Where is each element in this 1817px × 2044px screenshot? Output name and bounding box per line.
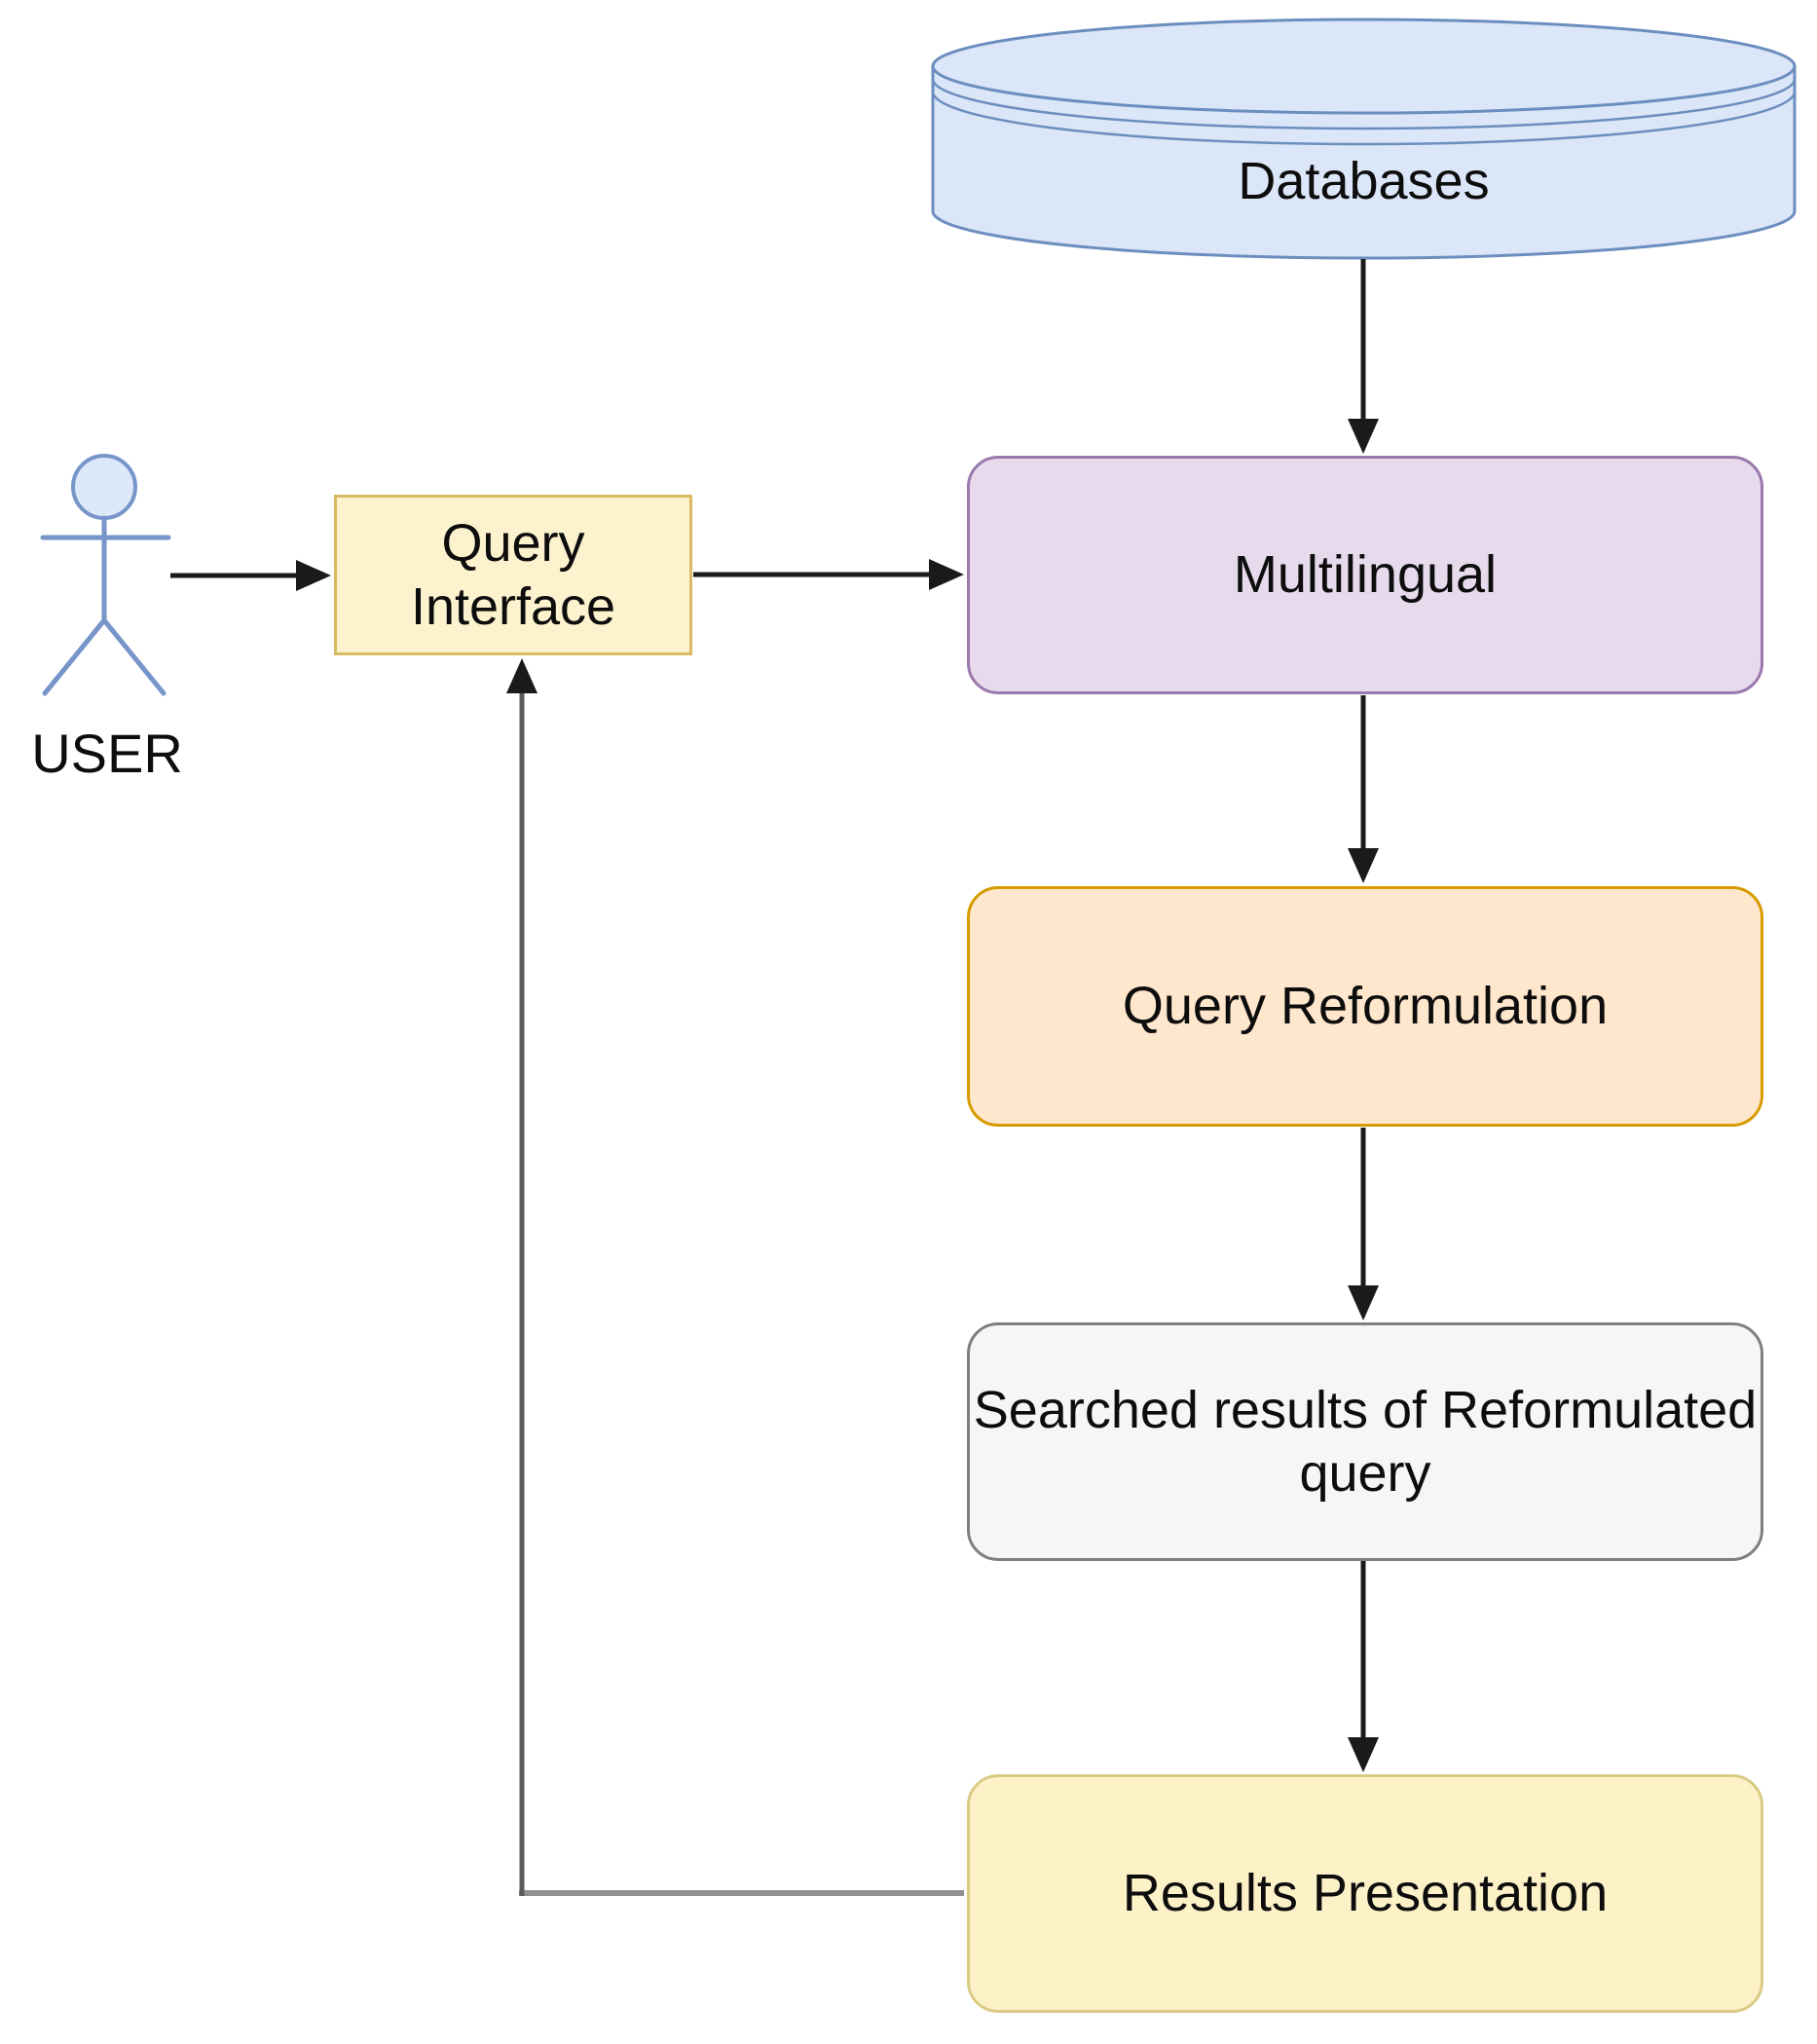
node-query-interface-label: Query Interface [410, 513, 616, 636]
arrow-query-reformulation-to-searched-results [1348, 1128, 1379, 1320]
arrow-results-presentation-to-query-interface [506, 658, 964, 1896]
node-results-presentation-label: Results Presentation [1122, 1864, 1609, 1923]
node-multilingual-label: Multilingual [1233, 545, 1498, 605]
arrow-user-to-query-interface [170, 560, 331, 591]
user-label-text: USER [31, 723, 183, 785]
node-databases-label: Databases [1238, 151, 1490, 210]
user-actor-icon [40, 454, 171, 696]
arrow-query-interface-to-multilingual [693, 559, 964, 590]
node-query-interface: Query Interface [334, 495, 692, 655]
arrow-databases-to-multilingual [1348, 259, 1379, 454]
node-databases: Databases [933, 146, 1795, 216]
node-searched-results-label-line1: Searched results of Reformulated [973, 1380, 1758, 1439]
user-actor-label: USER [7, 723, 207, 785]
node-searched-results-label-line2: query [1299, 1443, 1431, 1503]
node-query-reformulation: Query Reformulation [967, 886, 1763, 1127]
node-multilingual: Multilingual [967, 456, 1763, 694]
node-searched-results: Searched results of Reformulated query [967, 1322, 1763, 1561]
node-results-presentation: Results Presentation [967, 1774, 1763, 2013]
database-cylinder-shape [931, 18, 1797, 260]
node-query-reformulation-label: Query Reformulation [1122, 977, 1609, 1036]
arrow-searched-results-to-results-presentation [1348, 1561, 1379, 1772]
arrow-multilingual-to-query-reformulation [1348, 695, 1379, 883]
